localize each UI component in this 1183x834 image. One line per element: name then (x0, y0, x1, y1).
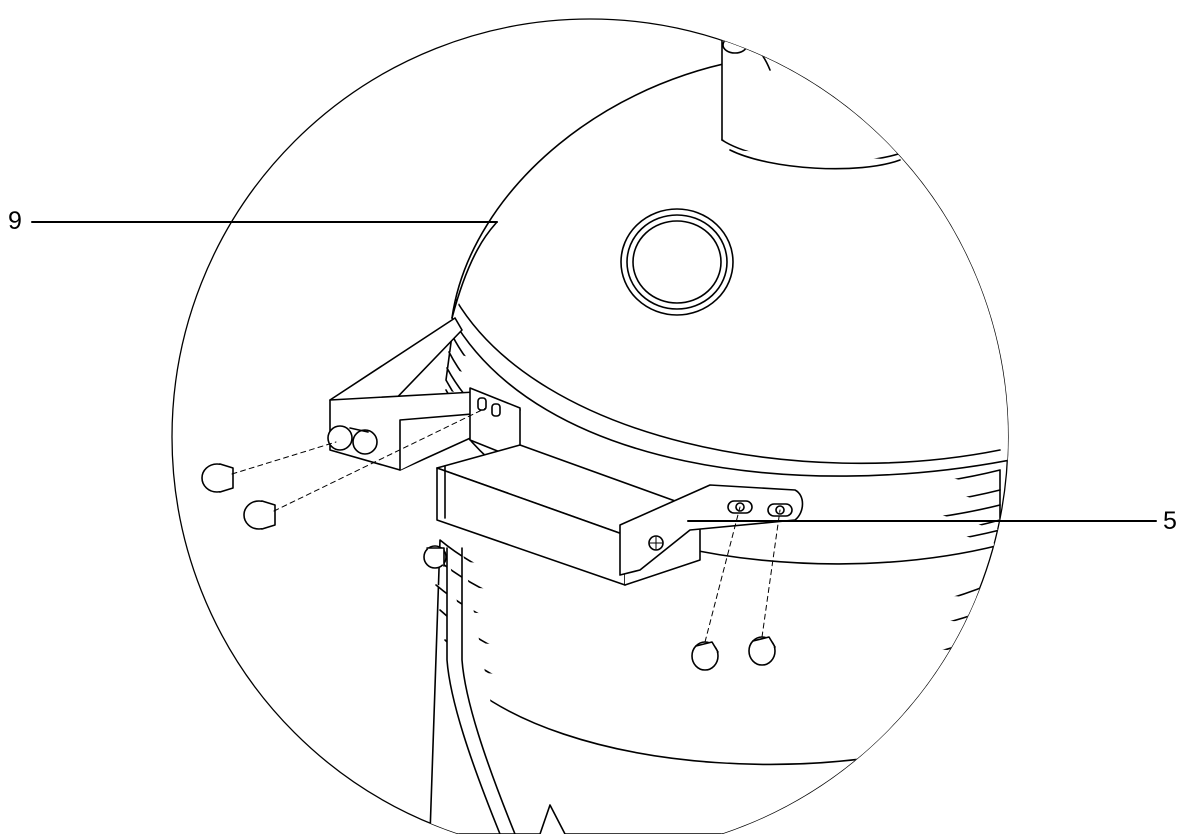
callout-label-handle: 5 (1163, 507, 1177, 535)
cap-nut-left-lower (243, 500, 276, 530)
cap-nut-side (423, 545, 447, 569)
bracket-bolts (327, 425, 378, 455)
cap-nut-left-upper (201, 463, 234, 493)
grill-body (429, 539, 1008, 834)
callout-label-lid: 9 (8, 207, 22, 235)
top-vent (721, 22, 931, 170)
cap-nut-bottom-left (691, 641, 719, 671)
left-bracket (329, 317, 521, 471)
cap-nut-bottom-right (748, 636, 776, 666)
assembly-lines (231, 407, 781, 643)
